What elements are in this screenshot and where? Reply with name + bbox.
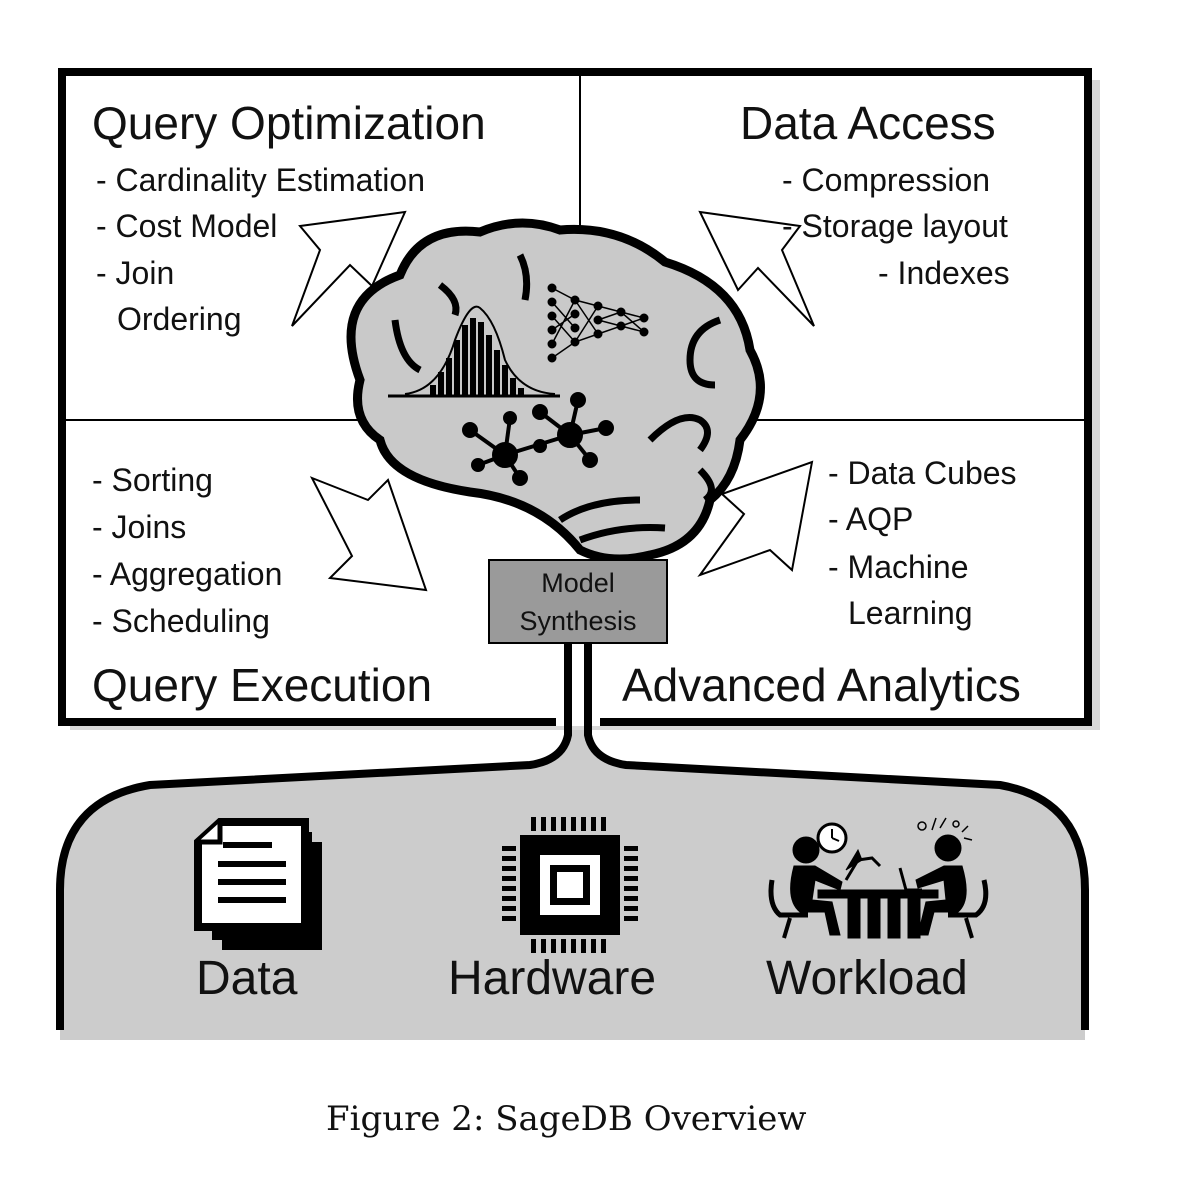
query-optimization-title: Query Optimization: [92, 97, 486, 149]
arrow-down-left: [309, 476, 428, 592]
data-access-item: - Indexes: [878, 255, 1010, 291]
query-optimization-item: - Cardinality Estimation: [96, 162, 425, 198]
figure-caption: Figure 2: SageDB Overview: [326, 1099, 807, 1139]
model-synthesis-box: [488, 559, 668, 644]
advanced-analytics-item: - Machine: [828, 549, 969, 585]
query-execution-item: - Aggregation: [92, 556, 283, 592]
hardware-label: Hardware: [448, 952, 657, 1005]
query-optimization-item: Ordering: [117, 301, 242, 337]
query-execution-item: - Scheduling: [92, 603, 270, 639]
arrow-up-left: [291, 210, 407, 327]
data-access-item: - Storage layout: [782, 208, 1008, 244]
data-label: Data: [196, 952, 298, 1005]
query-execution-item: - Joins: [92, 509, 187, 545]
advanced-analytics-title: Advanced Analytics: [622, 659, 1021, 711]
advanced-analytics-item: Learning: [848, 595, 973, 631]
data-access-item: - Compression: [782, 162, 991, 198]
workload-label: Workload: [766, 952, 968, 1005]
arrow-up-right: [698, 210, 815, 327]
query-optimization-item: - Cost Model: [96, 208, 278, 244]
cpu-chip-icon: [502, 817, 638, 953]
data-access-title: Data Access: [740, 97, 996, 149]
advanced-analytics-item: - AQP: [828, 501, 914, 537]
query-execution-item: - Sorting: [92, 462, 213, 498]
connector-gap: [556, 640, 600, 726]
query-execution-title: Query Execution: [92, 659, 433, 711]
query-optimization-item: - Join: [96, 255, 175, 291]
workload-people-icon: [768, 817, 989, 939]
model-synthesis-label-line1: Model: [541, 568, 615, 598]
brain-icon: [346, 218, 765, 564]
document-stack-icon: [194, 818, 322, 950]
model-synthesis-label-line2: Synthesis: [519, 606, 637, 636]
advanced-analytics-item: - Data Cubes: [828, 455, 1017, 491]
